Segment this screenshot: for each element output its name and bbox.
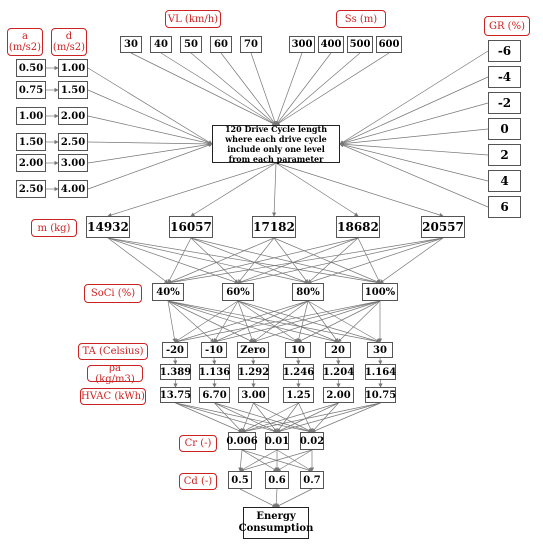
soci-value-box: 100% <box>362 283 398 301</box>
label-gr: GR (%) <box>484 16 530 36</box>
a-value-box: 1.00 <box>16 107 46 125</box>
label-cd: Cd (-) <box>179 473 217 490</box>
label-m: m (kg) <box>31 219 77 237</box>
hvac-value-box: 6.70 <box>199 387 230 403</box>
ss-value-box: 500 <box>347 36 373 53</box>
label-ta: TA (Celsius) <box>78 343 148 360</box>
rho-value-box: 1.389 <box>160 364 191 380</box>
vl-value-box: 30 <box>120 36 142 53</box>
gr-value-box: -2 <box>488 92 521 114</box>
cd-value-box: 0.7 <box>300 471 324 489</box>
label-vl: VL (km/h) <box>165 10 221 28</box>
mass-value-box: 18682 <box>336 216 380 238</box>
hvac-value-box: 2.00 <box>323 387 354 403</box>
rho-value-box: 1.292 <box>238 364 269 380</box>
label-rho: ρa (kg/m3) <box>87 363 143 385</box>
a-value-box: 0.50 <box>16 59 46 77</box>
vl-value-box: 70 <box>240 36 262 53</box>
a-value-box: 2.50 <box>16 180 46 198</box>
label-soci: SoCi (%) <box>84 284 142 303</box>
drive-cycle-center-box: 120 Drive Cycle length where each drive … <box>212 124 340 164</box>
hvac-value-box: 10.75 <box>365 387 396 403</box>
rho-value-box: 1.136 <box>199 364 230 380</box>
vl-value-box: 60 <box>210 36 232 53</box>
soci-value-box: 40% <box>152 283 184 301</box>
d-value-box: 1.50 <box>58 81 88 99</box>
soci-value-box: 60% <box>222 283 254 301</box>
mass-value-box: 16057 <box>169 216 213 238</box>
d-value-box: 3.00 <box>58 154 88 172</box>
label-ss: Ss (m) <box>336 10 386 28</box>
rho-value-box: 1.204 <box>323 364 354 380</box>
ta-value-box: -10 <box>201 342 227 358</box>
label-d: d (m/s2) <box>51 28 87 56</box>
gr-value-box: 0 <box>488 118 521 140</box>
gr-value-box: 2 <box>488 144 521 166</box>
hvac-value-box: 1.25 <box>283 387 314 403</box>
gr-value-box: -4 <box>488 66 521 88</box>
rho-value-box: 1.164 <box>365 364 396 380</box>
ta-value-box: 20 <box>325 342 351 358</box>
a-value-box: 2.00 <box>16 154 46 172</box>
gr-value-box: -6 <box>488 40 521 62</box>
ss-value-box: 400 <box>318 36 344 53</box>
cd-value-box: 0.5 <box>228 471 252 489</box>
a-value-box: 0.75 <box>16 81 46 99</box>
mass-value-box: 14932 <box>86 216 130 238</box>
soci-value-box: 80% <box>292 283 324 301</box>
vl-value-box: 50 <box>180 36 202 53</box>
gr-value-box: 4 <box>488 170 521 192</box>
d-value-box: 4.00 <box>58 180 88 198</box>
rho-value-box: 1.246 <box>283 364 314 380</box>
vl-value-box: 40 <box>150 36 172 53</box>
ta-value-box: -20 <box>162 342 188 358</box>
gr-value-box: 6 <box>488 196 521 218</box>
ta-value-box: 30 <box>367 342 393 358</box>
mass-value-box: 17182 <box>252 216 296 238</box>
cr-value-box: 0.02 <box>300 432 324 450</box>
cr-value-box: 0.01 <box>265 432 289 450</box>
a-value-box: 1.50 <box>16 133 46 151</box>
ss-value-box: 600 <box>376 36 402 53</box>
d-value-box: 2.00 <box>58 107 88 125</box>
label-a: a (m/s2) <box>7 28 43 56</box>
d-value-box: 2.50 <box>58 133 88 151</box>
ss-value-box: 300 <box>289 36 315 53</box>
hvac-value-box: 3.00 <box>238 387 269 403</box>
ta-value-box: Zero <box>237 342 269 358</box>
hvac-value-box: 13.75 <box>160 387 191 403</box>
label-cr: Cr (-) <box>179 435 217 452</box>
label-hvac: HVAC (kWh) <box>80 388 146 405</box>
d-value-box: 1.00 <box>58 59 88 77</box>
ta-value-box: 10 <box>285 342 311 358</box>
cd-value-box: 0.6 <box>265 471 289 489</box>
mass-value-box: 20557 <box>421 216 465 238</box>
energy-consumption-box: Energy Consumption <box>239 507 313 539</box>
cr-value-box: 0.006 <box>226 432 258 450</box>
